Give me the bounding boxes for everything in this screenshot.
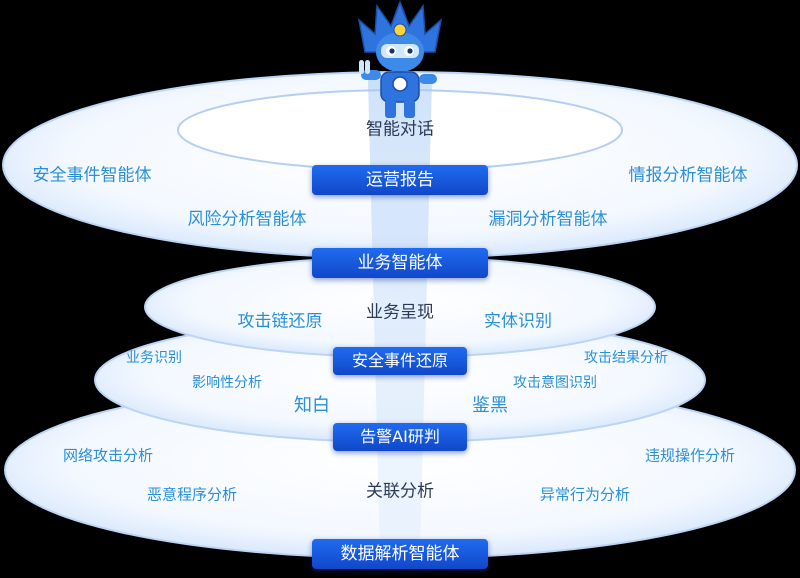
label-layer3-side-1: 鉴黑 bbox=[472, 395, 508, 416]
label-layer4-item-0: 网络攻击分析 bbox=[62, 446, 154, 465]
label-layer3-side-0: 知白 bbox=[294, 395, 330, 416]
label-layer1-item-1: 情报分析智能体 bbox=[628, 165, 748, 186]
label-layer2-item-1: 实体识别 bbox=[484, 311, 552, 332]
label-layer4-item-2: 恶意程序分析 bbox=[146, 485, 238, 504]
label-layer3-item-1: 攻击结果分析 bbox=[584, 350, 668, 366]
label-layer1-item-0: 安全事件智能体 bbox=[32, 165, 152, 186]
bar-operations-report: 运营报告 bbox=[312, 165, 488, 195]
label-intelligent-dialog: 智能对话 bbox=[366, 119, 434, 140]
label-layer1-item-3: 漏洞分析智能体 bbox=[488, 209, 608, 230]
label-layer3-item-3: 攻击意图识别 bbox=[513, 375, 597, 391]
label-layer3-item-2: 影响性分析 bbox=[192, 375, 262, 391]
label-layer1-item-2: 风险分析智能体 bbox=[187, 209, 307, 230]
label-business-presentation: 业务呈现 bbox=[366, 302, 434, 323]
label-layer2-item-0: 攻击链还原 bbox=[237, 311, 323, 332]
mascot-robot-icon bbox=[357, 0, 443, 118]
label-layer3-item-0: 业务识别 bbox=[126, 350, 182, 366]
label-layer4-item-1: 违规操作分析 bbox=[644, 446, 736, 465]
bar-security-event-restore: 安全事件还原 bbox=[333, 347, 467, 375]
bar-business-agent: 业务智能体 bbox=[312, 248, 488, 278]
bar-data-parsing-agent: 数据解析智能体 bbox=[312, 539, 488, 569]
bar-alert-ai-judgement: 告警AI研判 bbox=[333, 423, 467, 451]
label-layer4-item-3: 异常行为分析 bbox=[539, 485, 631, 504]
label-correlation-analysis: 关联分析 bbox=[366, 481, 434, 502]
